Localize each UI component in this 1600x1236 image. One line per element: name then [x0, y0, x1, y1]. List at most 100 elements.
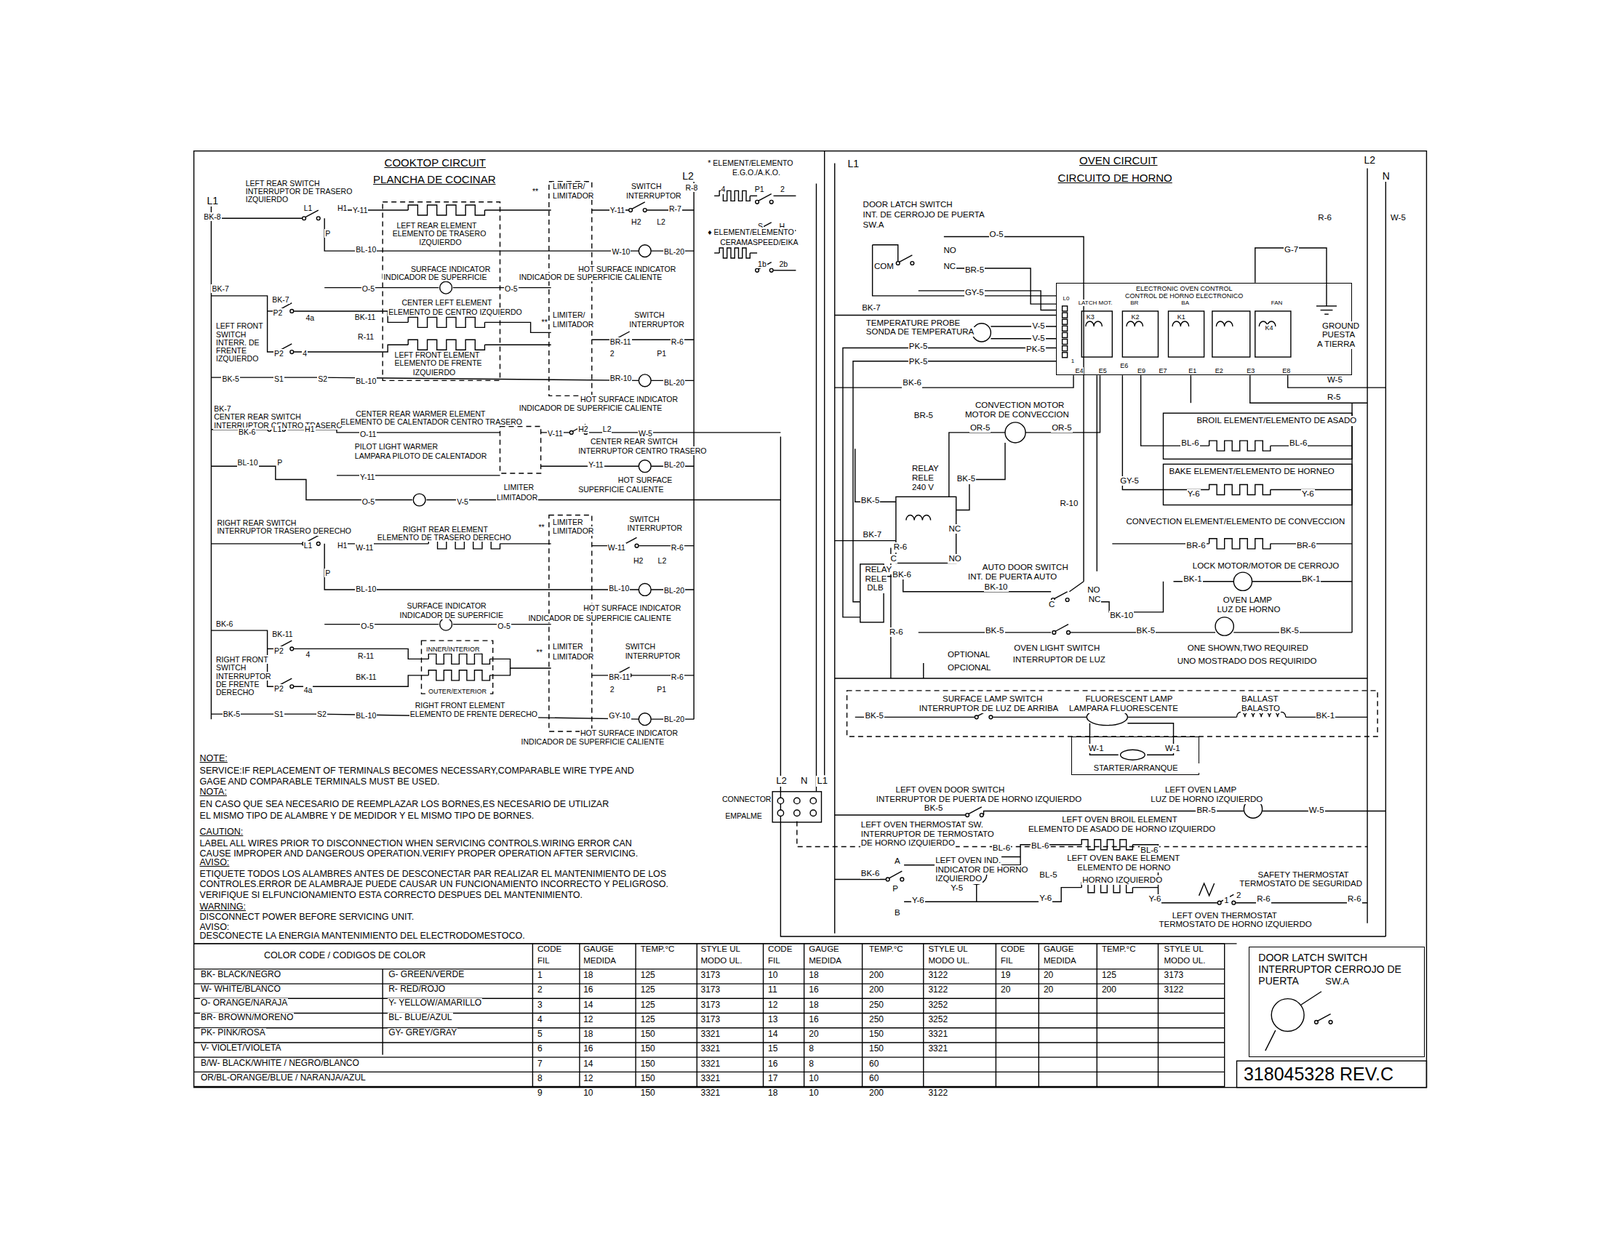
table-rule: [532, 944, 534, 1088]
wire-label: LIMITADOR: [552, 526, 595, 536]
wire-label: BL-20: [663, 378, 686, 387]
wire-label: LIMITER/: [552, 310, 586, 320]
wire-label: R-6: [893, 542, 909, 552]
wire-label: CERAMASPEED/EIKA: [719, 237, 799, 247]
wire-label: PILOT LIGHT WARMER: [354, 442, 439, 451]
wire-label: R-6: [1317, 213, 1333, 223]
wire-label: GY-5: [964, 288, 985, 298]
wire-label: Y-11: [352, 205, 368, 215]
wire-label: BK-10: [984, 582, 1009, 592]
wire-label: BK-7: [210, 284, 230, 294]
limiter-box: [549, 515, 592, 732]
wire-label: OPTIONAL: [946, 650, 991, 660]
table-cell: STYLE UL: [1162, 944, 1204, 955]
wire-label: BK-5: [923, 803, 944, 814]
wire: [210, 466, 412, 500]
drawing-frame: [194, 151, 1427, 1088]
table-cell: 18: [582, 970, 594, 982]
wire: [1141, 375, 1164, 446]
wire-label: 4: [305, 650, 312, 659]
wire-label: BA: [1180, 299, 1190, 307]
switch-symbol: [965, 807, 984, 818]
wire: [990, 338, 1056, 339]
wire-label: BK-5: [1279, 626, 1300, 636]
switch-symbol: [885, 871, 904, 882]
wire-label: BK-7: [862, 530, 883, 540]
wire-label: BR-6: [1296, 541, 1317, 551]
wire-label: E7: [1157, 367, 1168, 375]
wire-label: L1: [303, 203, 314, 213]
wire: [816, 184, 817, 792]
wire-label: L2: [681, 170, 695, 182]
pin: [1062, 312, 1068, 318]
wire-label: 4: [301, 349, 308, 358]
wire-label: V-5: [1031, 321, 1046, 331]
wire-label: V-5: [1031, 333, 1046, 344]
wire-label: P: [276, 458, 283, 467]
table-cell: 200: [868, 985, 885, 996]
wire-label: G- GREEN/VERDE: [387, 970, 465, 981]
wire-label: L2: [775, 776, 787, 787]
wire-label: LIMITER: [552, 642, 584, 651]
thermostat-symbol: [1199, 883, 1215, 896]
wire-label: IZQUIERDO: [412, 368, 456, 377]
wire-label: P1: [754, 184, 766, 194]
wire-label: LIMITADOR: [496, 493, 539, 502]
wire-label: BK-6: [215, 619, 234, 629]
wire-label: O-5: [360, 621, 375, 631]
wire-label: L2: [602, 424, 613, 434]
wire-label: NO: [947, 554, 962, 564]
wire-label: ELEMENTO DE FRENTE DERECHO: [409, 709, 539, 719]
wire-label: E5: [1098, 367, 1108, 375]
table-cell: 5: [536, 1029, 544, 1040]
coil-symbol: [1126, 321, 1143, 327]
wire-label: R-6: [888, 627, 904, 638]
wire: [1288, 375, 1387, 388]
wire-label: Y-11: [587, 460, 604, 470]
wire-label: 318045328 REV.C: [1242, 1064, 1395, 1086]
wire-label: PUESTA: [1321, 330, 1356, 340]
wire-label: LEFT OVEN IND.: [934, 856, 1002, 866]
wire: [210, 543, 304, 544]
pin: [1062, 339, 1068, 345]
wire-label: L1: [205, 194, 219, 207]
terminal: [810, 797, 816, 804]
wire-label: B: [893, 908, 902, 918]
wire-label: BL-10: [354, 245, 377, 254]
table-cell: MODO UL.: [700, 956, 744, 966]
wire-label: LEFT OVEN THERMOSTAT: [1171, 911, 1278, 921]
relay-box: [896, 496, 957, 563]
wire-label: V-5: [456, 497, 470, 507]
table-cell: 20: [1000, 985, 1011, 996]
wire-label: CAUSE IMPROPER AND DANGEROUS OPERATION.V…: [199, 848, 640, 859]
wire-label: BL-6: [992, 843, 1011, 854]
table-cell: 11: [767, 985, 778, 996]
wire-label: * ELEMENT/ELEMENTO: [706, 158, 794, 168]
wire-label: IZQUIERDO: [215, 354, 259, 363]
table-cell: CODE: [1000, 944, 1026, 955]
wire-label: R-6: [670, 337, 685, 347]
table-cell: 125: [640, 1000, 656, 1011]
ground-symbol: [1324, 313, 1329, 315]
wire-label: L2: [1362, 154, 1376, 166]
wire: [904, 888, 1082, 903]
wire-label: PK-5: [908, 357, 929, 367]
wire-label: BK-5: [984, 626, 1006, 636]
wire-label: OVEN LAMP: [1222, 595, 1273, 606]
table-cell: 3321: [700, 1088, 722, 1099]
wire-label: ELEMENTO DE FRENTE: [394, 358, 483, 368]
motor-symbol: [1233, 572, 1252, 591]
table-cell: 3122: [1162, 985, 1184, 996]
wire-label: R-6: [1256, 894, 1272, 904]
control-board: ELECTRONIC OVEN CONTROL CONTROL DE HORNO…: [1056, 282, 1352, 376]
wire: [749, 195, 758, 197]
pin: [1062, 352, 1068, 358]
wire-label: GY- GREY/GRAY: [387, 1028, 458, 1039]
wire: [834, 314, 1056, 316]
wire: [489, 658, 551, 669]
wire: [210, 204, 212, 720]
wire-label: H1: [336, 203, 348, 213]
wire-label: R-8: [684, 183, 699, 192]
wire-label: H2: [632, 556, 644, 566]
wire-label: DLB: [866, 583, 884, 593]
